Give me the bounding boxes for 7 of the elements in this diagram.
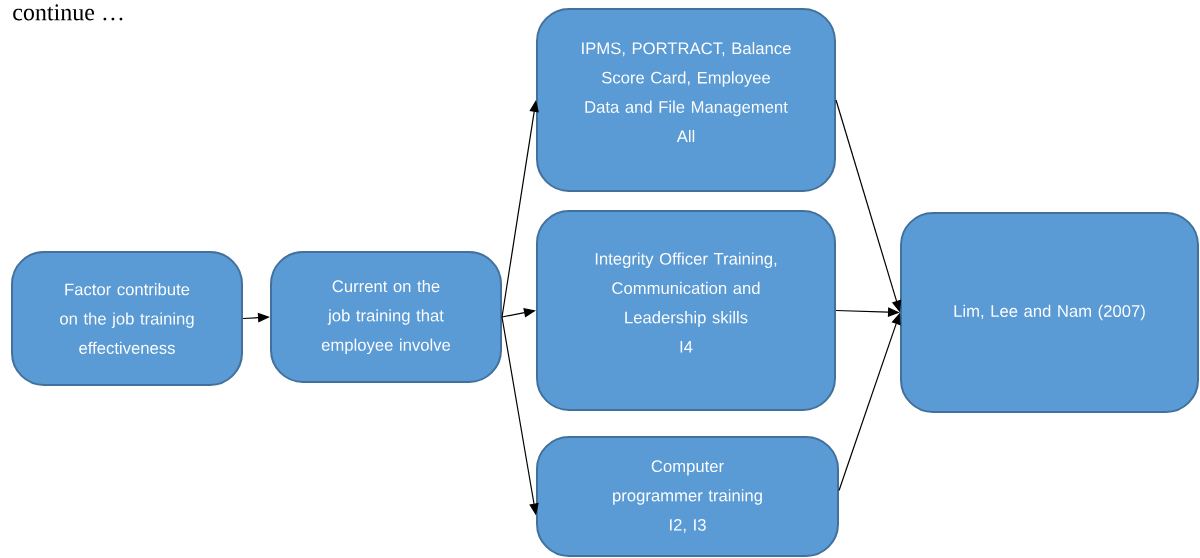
process-box: Integrity Officer Training, Communication and Leadership skills I4: [536, 210, 836, 411]
process-box: Lim, Lee and Nam (2007): [900, 212, 1199, 413]
process-box: Current on the job training that employee involve: [270, 251, 502, 383]
process-box: Computer programmer training I2, I3: [536, 436, 839, 557]
process-box: Factor contribute on the job training effectiveness: [11, 251, 243, 386]
heading-text: continue …: [13, 4, 123, 21]
process-box: IPMS, PORTRACT, Balance Score Card, Employee Data and File Management All: [536, 8, 836, 192]
